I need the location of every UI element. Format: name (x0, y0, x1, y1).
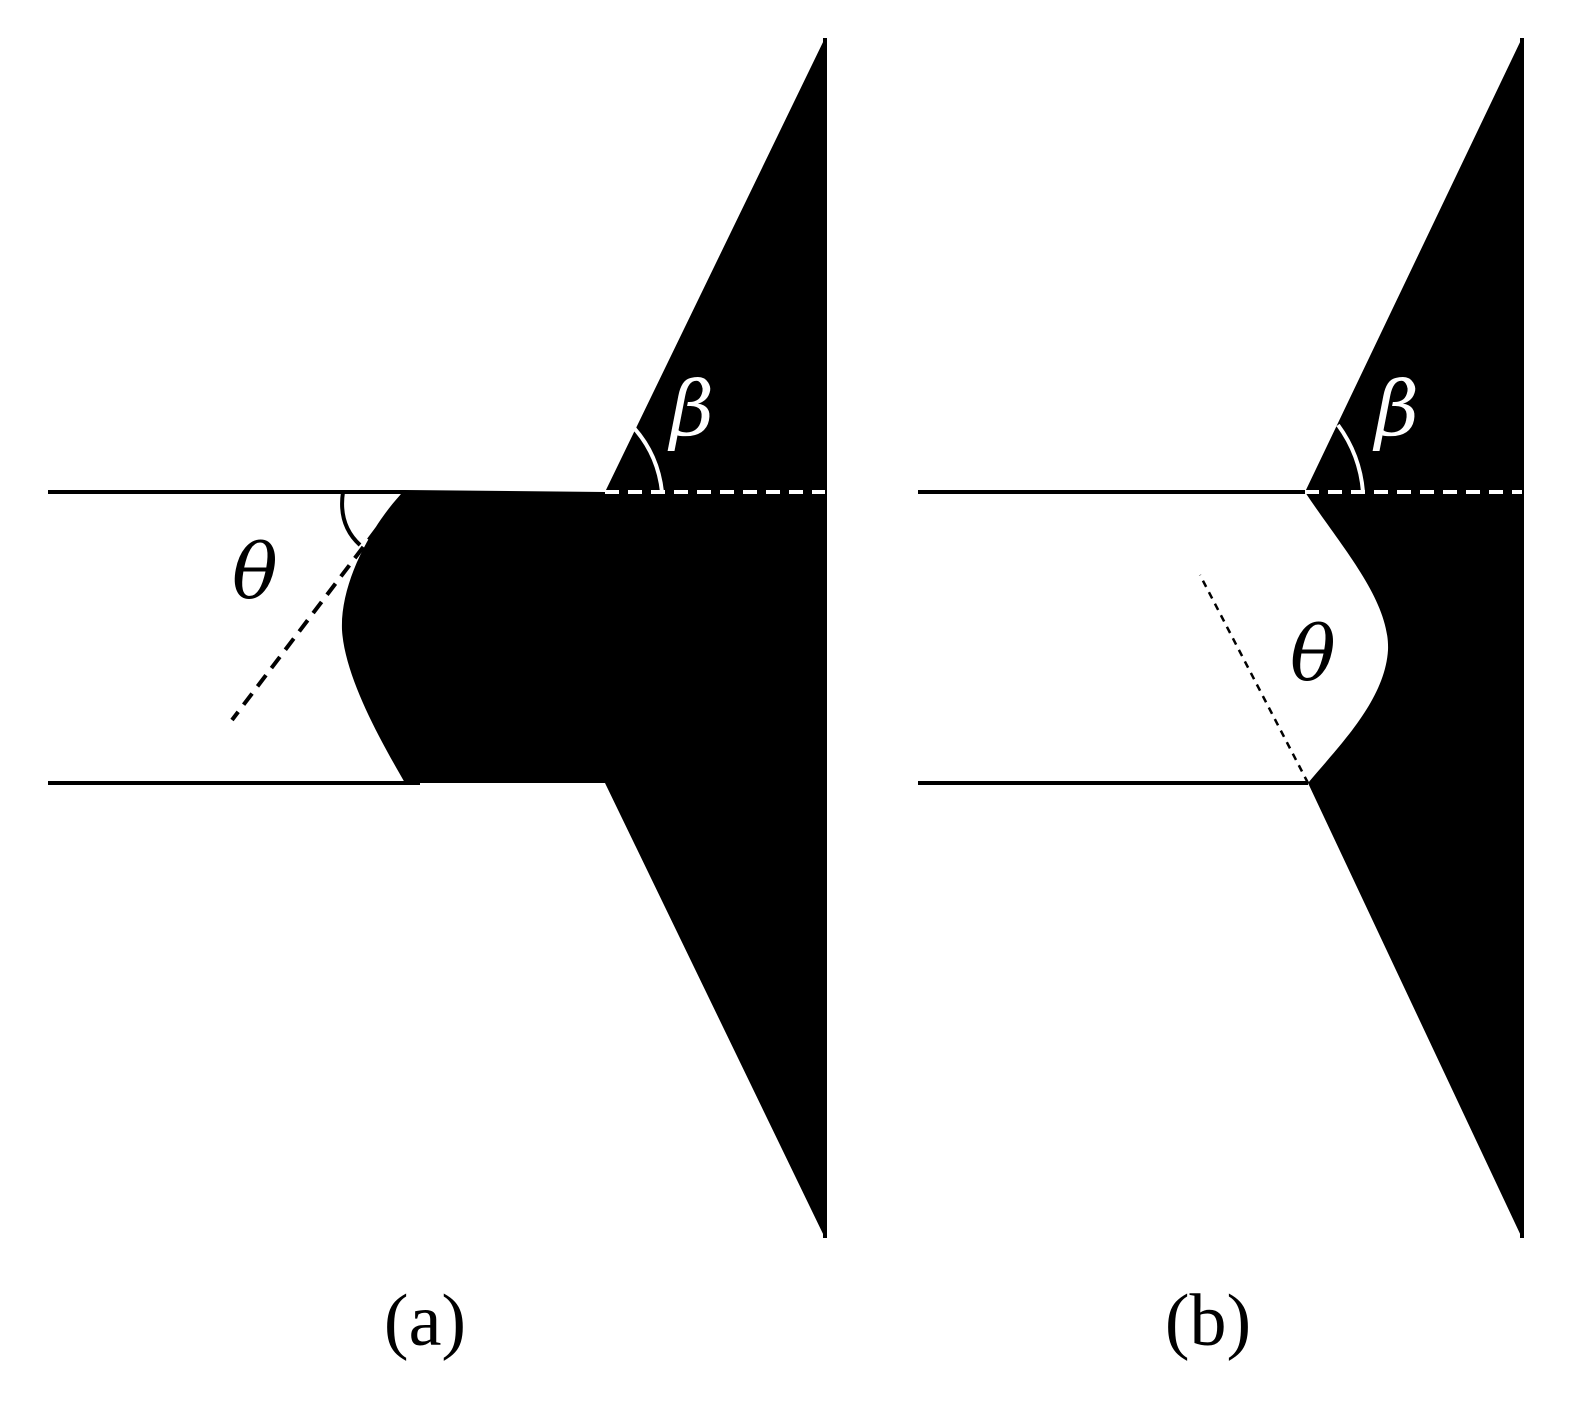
beta-angle-arc (632, 426, 664, 493)
contact-angle-tangent (1198, 574, 1310, 784)
liquid-region (341, 38, 825, 1238)
panel-a-caption: (a) (384, 1280, 466, 1362)
panel-b-caption: (b) (1165, 1280, 1251, 1362)
panel-b: β θ (b) (918, 38, 1524, 1362)
panel-a: β θ (a) (48, 38, 827, 1362)
liquid-region (1305, 38, 1522, 1238)
theta-label: θ (232, 527, 278, 616)
contact-angle-tangent (230, 490, 407, 722)
theta-label: θ (1290, 609, 1336, 698)
beta-label: β (1372, 364, 1419, 453)
theta-angle-arc (340, 491, 362, 547)
beta-angle-arc (1336, 423, 1365, 493)
beta-label: β (667, 364, 714, 453)
